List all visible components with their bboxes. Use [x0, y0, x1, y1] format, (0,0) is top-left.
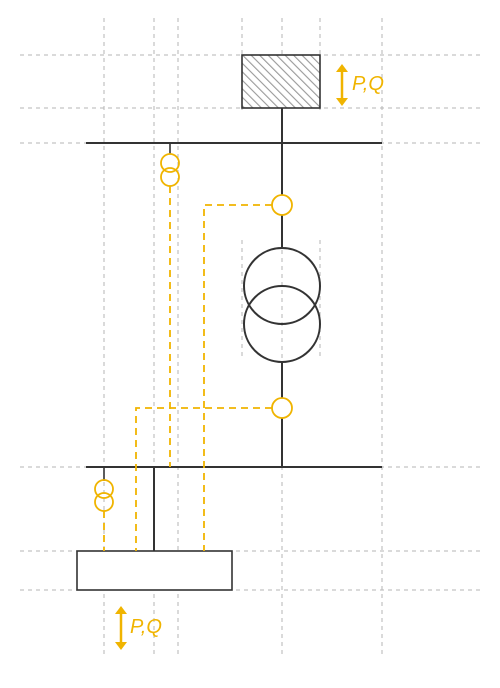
transformer-icon	[243, 247, 321, 363]
source-box	[241, 54, 321, 109]
load-box	[76, 550, 233, 591]
bottom-flow-label: P,Q	[130, 616, 162, 638]
top-flow-arrow-icon	[336, 64, 348, 106]
bottom-flow-arrow-icon	[115, 606, 127, 650]
lower-sensor-icon	[271, 397, 293, 419]
upper-sensor-icon	[271, 194, 293, 216]
signal-lines	[103, 186, 272, 551]
top-flow-label: P,Q	[352, 73, 384, 95]
upper-current-transformer-icon	[160, 153, 180, 187]
